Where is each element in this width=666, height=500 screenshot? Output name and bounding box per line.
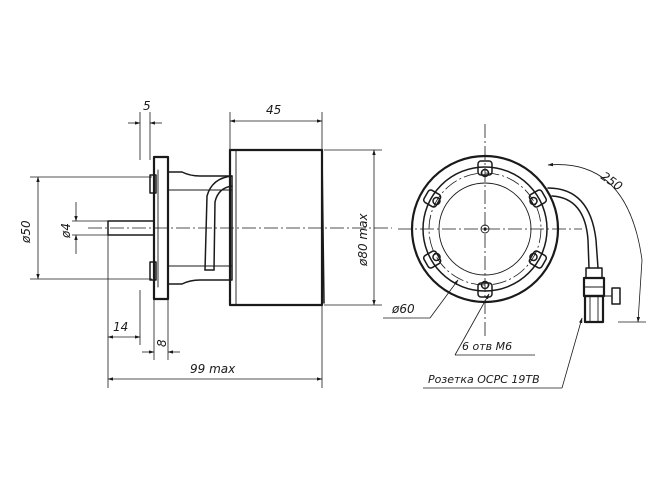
dim-overall-length-label: 99 max	[190, 362, 236, 376]
cable-and-connector	[547, 187, 621, 324]
dim-shaft-length-label: 14	[113, 320, 128, 334]
dim-shaft-diameter-label: ø4	[59, 223, 73, 239]
note-connector: Розетка ОСРС 19ТВ	[423, 317, 583, 389]
dim-flange-thickness: 8	[142, 299, 180, 360]
mounting-hole-icon	[480, 280, 490, 290]
mounting-holes	[422, 160, 548, 298]
motor-body	[228, 148, 325, 307]
dim-body-length-label: 45	[266, 103, 281, 117]
mounting-hole-icon	[432, 252, 441, 262]
dim-shaft-length: 14	[107, 235, 141, 388]
dim-cable-length-label: 250	[598, 169, 625, 194]
dim-flange-thickness-label: 8	[155, 339, 169, 347]
note-connector-label: Розетка ОСРС 19ТВ	[428, 373, 540, 386]
note-holes-label: 6 отв M6	[462, 340, 512, 353]
mounting-hole-icon	[480, 168, 490, 178]
dim-body-diameter-label: ø80 max	[356, 213, 370, 267]
mounting-hole-icon	[529, 196, 538, 206]
end-view: 250 ø60 6 отв M6 Розетка ОСРС 19ТВ	[383, 124, 646, 389]
dim-body-length: 45	[229, 103, 323, 150]
mounting-hole-icon	[529, 252, 538, 262]
bolt-circle	[428, 172, 542, 286]
dim-flange-width-label: 5	[143, 99, 151, 113]
side-view: 5 45 ø50 ø4 ø80 max	[19, 99, 392, 388]
dim-flange-diameter: ø50	[19, 176, 152, 280]
note-holes: 6 отв M6	[454, 293, 535, 356]
dim-flange-diameter-label: ø50	[19, 220, 33, 244]
dim-overall-length: 99 max	[107, 305, 323, 388]
dim-flange-width: 5	[128, 99, 162, 160]
dim-bolt-circle-label: ø60	[391, 302, 415, 316]
mounting-hole-icon	[432, 196, 441, 206]
dim-body-diameter: ø80 max	[324, 149, 382, 306]
dim-shaft-diameter: ø4	[59, 202, 108, 254]
connector-plug	[582, 267, 621, 324]
dim-bolt-circle: ø60	[383, 279, 459, 319]
dim-cable-length: 250	[547, 162, 646, 323]
